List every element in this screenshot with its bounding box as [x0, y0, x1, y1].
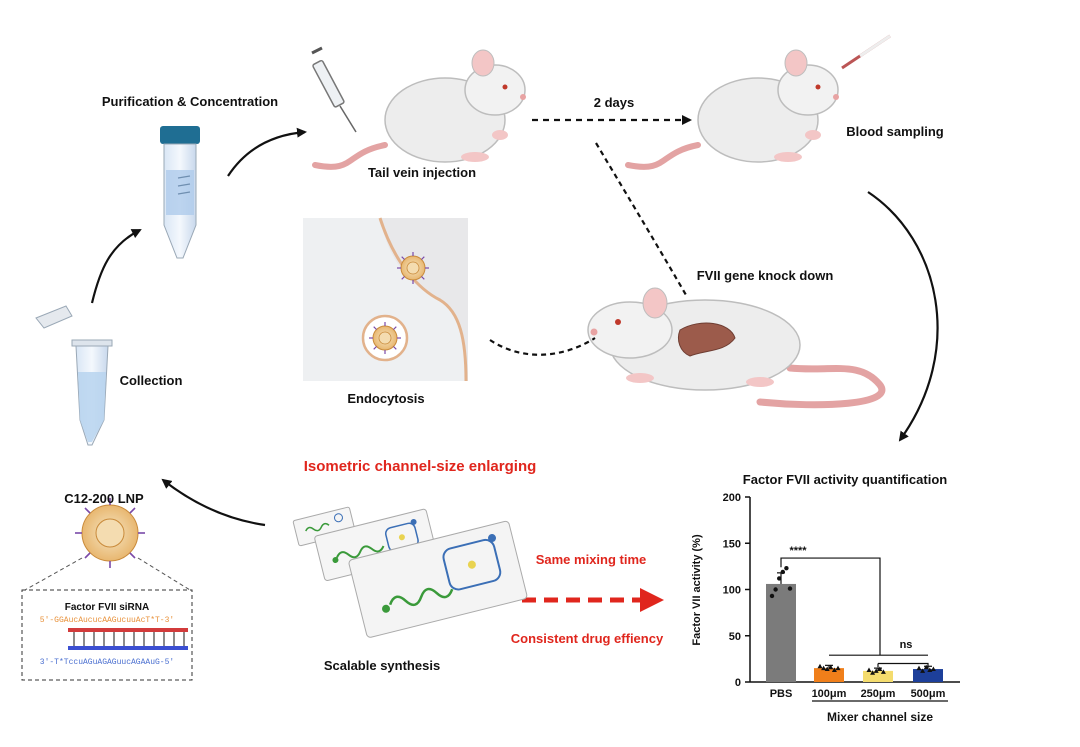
microfluidic-chips	[292, 506, 528, 638]
isometric-label: Isometric channel-size enlarging	[304, 458, 537, 475]
data-point	[787, 586, 793, 591]
consistent-label: Consistent drug effiency	[511, 631, 664, 646]
bar-PBS	[766, 583, 796, 682]
sig-bracket-main	[780, 557, 881, 656]
x-tick-label: 100μm	[812, 688, 847, 700]
data-point	[923, 664, 929, 670]
lnp-label: C12-200 LNP	[64, 491, 144, 506]
sirna-box	[21, 589, 193, 681]
collection-label: Collection	[120, 373, 183, 388]
y-tick-label: 150	[723, 538, 741, 550]
lnp-particle-icon	[24, 498, 191, 591]
x-tick-label: 250μm	[861, 688, 896, 700]
data-point	[866, 667, 872, 672]
endocytosis-cell	[303, 217, 468, 382]
sirna-seq-bottom: 3'-T*TccuAGuAGAGuucAGAAuG-5'	[40, 658, 174, 667]
y-tick-label: 0	[735, 677, 741, 689]
data-point	[835, 665, 841, 671]
x-tick-label: 500μm	[911, 688, 946, 700]
conical-tube-icon	[160, 126, 200, 259]
chart-xlabel: Mixer channel size	[827, 710, 933, 724]
data-point	[870, 670, 876, 675]
sig-bracket-ns	[877, 662, 929, 668]
mouse-knockdown-icon	[587, 287, 886, 409]
data-point	[920, 668, 926, 673]
data-point	[769, 593, 775, 599]
y-tick-label: 200	[723, 492, 741, 504]
sig-label-ns: ns	[900, 639, 913, 651]
same-mixing-label: Same mixing time	[536, 552, 647, 567]
data-point	[930, 666, 936, 672]
data-point	[821, 665, 827, 671]
data-point	[773, 587, 778, 592]
data-point	[916, 665, 922, 671]
endocytosis-label: Endocytosis	[347, 391, 424, 406]
data-point	[880, 669, 886, 674]
purification-label: Purification & Concentration	[102, 94, 278, 109]
two-days-label: 2 days	[594, 95, 634, 110]
mouse-blood-icon	[628, 50, 839, 167]
sig-label-main: ****	[789, 545, 807, 557]
data-point	[777, 576, 782, 581]
sirna-seq-top: 5'-GGAucAucucAAGucuuAcT*T-3'	[40, 616, 174, 625]
red-dashed-arrow	[522, 588, 664, 612]
data-point	[824, 666, 830, 672]
diagram-labels: Purification & Concentration Tail vein i…	[40, 94, 944, 673]
sirna-title: Factor FVII siRNA	[65, 602, 149, 613]
bar-250μm	[863, 670, 893, 682]
mouse-injection-icon	[315, 50, 526, 167]
tail-vein-label: Tail vein injection	[368, 165, 476, 180]
data-point	[831, 667, 837, 672]
data-point	[877, 666, 883, 672]
workflow-arrows	[90, 115, 939, 527]
fvii-knockdown-label: FVII gene knock down	[697, 268, 834, 283]
syringe-icon	[311, 46, 357, 133]
data-point	[817, 663, 823, 669]
y-tick-label: 100	[723, 585, 741, 597]
chart-ylabel: Factor VII activity (%)	[691, 534, 703, 646]
fvii-activity-chart: Factor FVII activity quantification Fact…	[691, 472, 960, 724]
data-point	[828, 664, 834, 670]
x-tick-label: PBS	[770, 688, 793, 700]
data-point	[784, 566, 789, 571]
y-tick-label: 50	[729, 631, 741, 643]
eppendorf-tube-icon	[35, 305, 113, 446]
chart-title: Factor FVII activity quantification	[743, 472, 947, 487]
scalable-label: Scalable synthesis	[324, 658, 440, 673]
data-point	[780, 569, 785, 575]
blood-sampling-label: Blood sampling	[846, 124, 944, 139]
data-point	[873, 668, 879, 673]
blood-tube-icon	[841, 34, 891, 70]
